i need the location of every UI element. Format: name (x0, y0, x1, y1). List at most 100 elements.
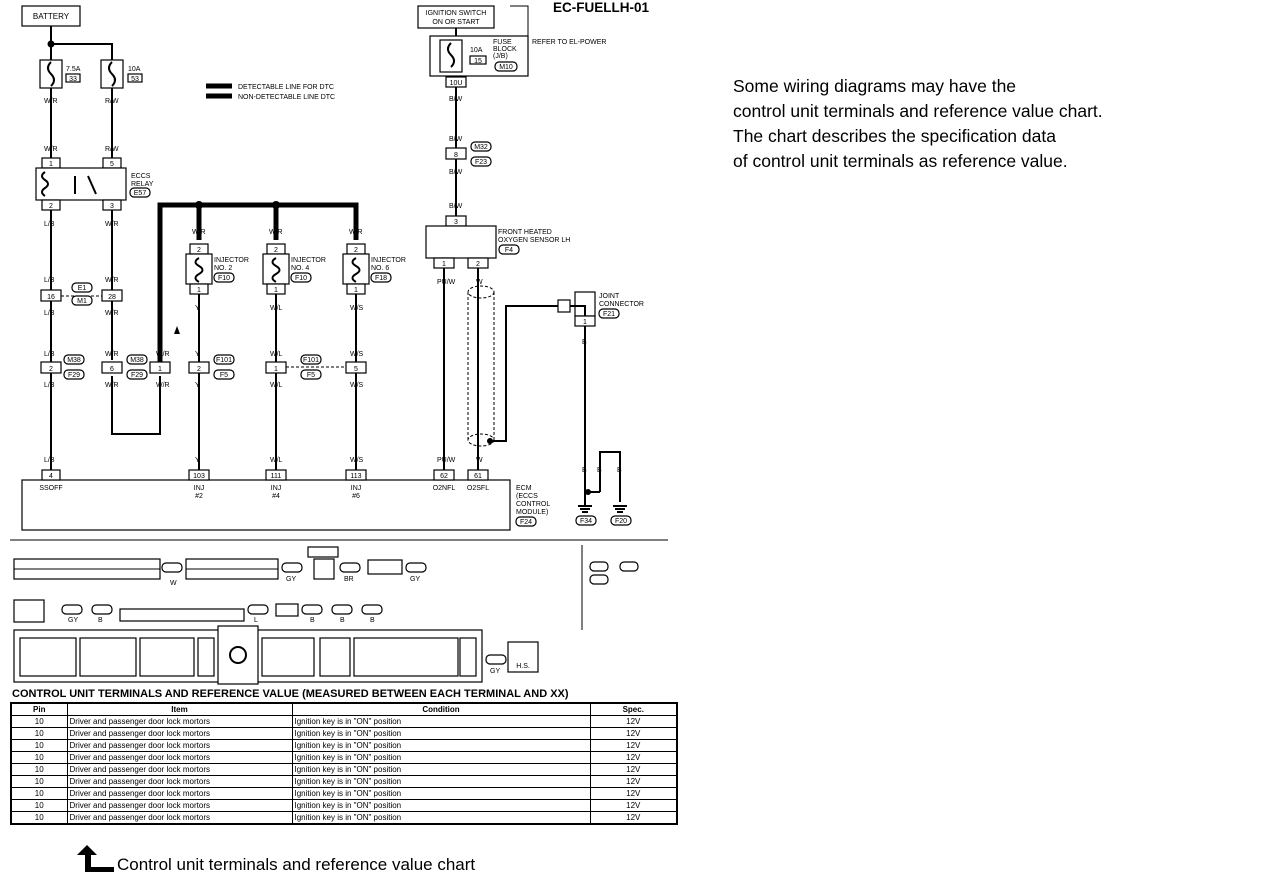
svg-text:W: W (170, 580, 177, 587)
svg-text:1: 1 (274, 366, 278, 373)
svg-text:F29: F29 (131, 372, 143, 379)
svg-text:E1: E1 (78, 285, 87, 292)
joint-connector: 1 JOINT CONNECTOR F21 (557, 291, 644, 327)
explanation-note: Some wiring diagrams may have the contro… (733, 74, 1103, 174)
svg-text:E57: E57 (134, 190, 147, 197)
svg-text:W/R: W/R (105, 310, 119, 317)
svg-text:SSOFF: SSOFF (39, 485, 62, 492)
svg-text:W/L: W/L (270, 305, 283, 312)
svg-text:DETECTABLE LINE FOR DTC: DETECTABLE LINE FOR DTC (238, 84, 334, 91)
svg-text:W/L: W/L (270, 351, 283, 358)
svg-text:113: 113 (350, 473, 361, 480)
ecm-terminal-ssoff: 4 SSOFF (39, 469, 63, 492)
svg-text:NO. 4: NO. 4 (291, 265, 309, 272)
svg-text:B/W: B/W (449, 136, 463, 143)
svg-text:B: B (617, 467, 622, 474)
svg-text:ECM: ECM (516, 485, 532, 492)
svg-text:1: 1 (49, 161, 53, 168)
svg-text:L/B: L/B (44, 221, 55, 228)
fuse-10a: 10A 53 (100, 59, 143, 89)
svg-text:W: W (476, 457, 483, 464)
ecm-terminal-o2nfl: 62 O2NFL (433, 469, 455, 492)
svg-text:M32: M32 (474, 144, 488, 151)
svg-text:1: 1 (197, 287, 201, 294)
caption-text: Control unit terminals and reference val… (117, 855, 476, 874)
ecm-connector-face: GY H.S. (13, 625, 539, 685)
ecm-terminal-inj6: 113 INJ #6 (345, 469, 367, 500)
col-header-spec: Spec. (589, 702, 678, 716)
svg-text:W/R: W/R (349, 229, 363, 236)
svg-text:2: 2 (476, 261, 480, 268)
svg-text:R/W: R/W (105, 98, 119, 105)
svg-text:GY: GY (286, 576, 296, 583)
svg-text:2: 2 (197, 247, 201, 254)
svg-text:FRONT HEATED: FRONT HEATED (498, 229, 552, 236)
connector-face-row1: W GY BR GY (13, 546, 639, 587)
svg-text:4: 4 (49, 473, 53, 480)
note-line: Some wiring diagrams may have the (733, 76, 1017, 96)
svg-text:F34: F34 (580, 518, 592, 525)
svg-text:W/R: W/R (44, 98, 58, 105)
svg-text:W/S: W/S (350, 351, 364, 358)
svg-text:GY: GY (410, 576, 420, 583)
svg-text:1: 1 (583, 319, 587, 326)
svg-text:L/B: L/B (44, 382, 55, 389)
svg-text:R/W: R/W (105, 146, 119, 153)
svg-text:F23: F23 (475, 159, 487, 166)
svg-text:F5: F5 (220, 372, 228, 379)
fuse-7-5a: 7.5A 33 (39, 59, 81, 89)
document-id: EC-FUELLH-01 (553, 0, 650, 15)
svg-text:7.5A: 7.5A (66, 66, 81, 73)
svg-text:W/R: W/R (105, 221, 119, 228)
eccs-relay: 1 5 2 3 ECCS RELAY E57 (35, 157, 154, 211)
svg-text:W/L: W/L (270, 457, 283, 464)
svg-text:2: 2 (49, 203, 53, 210)
reference-table-title: CONTROL UNIT TERMINALS AND REFERENCE VAL… (12, 688, 569, 700)
svg-text:Y: Y (195, 305, 200, 312)
svg-text:1: 1 (442, 261, 446, 268)
svg-text:2: 2 (49, 366, 53, 373)
svg-text:RELAY: RELAY (131, 181, 154, 188)
svg-text:28: 28 (108, 294, 116, 301)
svg-text:CONTROL: CONTROL (516, 501, 550, 508)
svg-text:2: 2 (274, 247, 278, 254)
injector-no6: W/R 2 1 INJECTOR NO. 6 F18 (342, 229, 406, 295)
svg-text:NO. 6: NO. 6 (371, 265, 389, 272)
ecm-control-module: ECM (ECCS CONTROL MODULE) F24 (21, 479, 550, 531)
col-header-item: Item (66, 702, 293, 716)
svg-text:B: B (310, 617, 315, 624)
svg-text:F4: F4 (505, 247, 513, 254)
svg-text:ECCS: ECCS (131, 173, 151, 180)
svg-text:1: 1 (354, 287, 358, 294)
svg-text:Y: Y (195, 351, 200, 358)
svg-text:5: 5 (354, 366, 358, 373)
note-line: control unit terminals and reference val… (733, 101, 1103, 121)
svg-text:B/W: B/W (449, 96, 463, 103)
svg-text:6: 6 (110, 366, 114, 373)
svg-text:INJECTOR: INJECTOR (214, 257, 249, 264)
arrow-up-left-icon (77, 845, 114, 872)
svg-text:INJ: INJ (351, 485, 362, 492)
svg-text:Y: Y (195, 382, 200, 389)
svg-text:GY: GY (68, 617, 78, 624)
svg-text:ON OR START: ON OR START (432, 19, 480, 26)
svg-text:W/S: W/S (350, 382, 364, 389)
svg-text:BLOCK: BLOCK (493, 46, 517, 53)
svg-text:#4: #4 (272, 493, 280, 500)
svg-text:FUSE: FUSE (493, 39, 512, 46)
svg-text:W/S: W/S (350, 457, 364, 464)
svg-text:B/W: B/W (449, 203, 463, 210)
svg-text:B: B (370, 617, 375, 624)
svg-text:10U: 10U (450, 80, 463, 87)
svg-text:W/R: W/R (44, 146, 58, 153)
svg-text:15: 15 (474, 58, 482, 65)
svg-text:2: 2 (354, 247, 358, 254)
injector-no2: W/R 2 1 INJECTOR NO. 2 F10 (185, 229, 249, 295)
svg-text:33: 33 (69, 76, 77, 83)
wiring-diagram: BATTERY 7.5A 33 10A 53 W/R R/W W/R R/W D… (10, 5, 668, 685)
note-line: The chart describes the specification da… (733, 126, 1056, 146)
